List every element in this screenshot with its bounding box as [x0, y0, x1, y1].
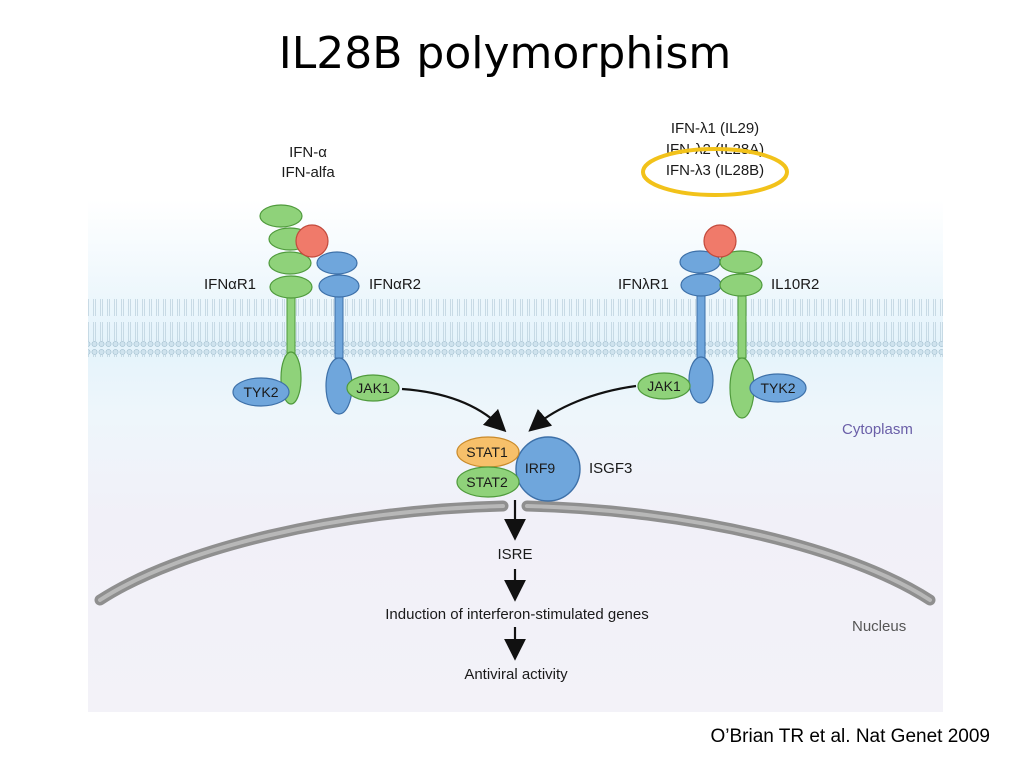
ifnlr1-receptor	[679, 250, 722, 404]
jak1-right-kinase: JAK1	[637, 372, 691, 400]
irf9-label: IRF9	[525, 460, 556, 476]
ifn-alfa-label: IFN-alfa	[281, 164, 335, 181]
cytoplasm-label: Cytoplasm	[842, 421, 913, 438]
ifn-alpha-label: IFN-α	[289, 144, 327, 161]
ifn-lambda-ligand	[703, 224, 737, 258]
svg-text:TYK2: TYK2	[760, 380, 795, 396]
ifnar2-label: IFNαR2	[369, 276, 421, 293]
svg-text:JAK1: JAK1	[356, 380, 390, 396]
ifn-alpha-ligand	[295, 224, 329, 258]
jak1-left-kinase: JAK1	[346, 374, 400, 402]
cell-membrane	[88, 299, 943, 357]
ifnar2-receptor	[316, 251, 360, 415]
svg-text:JAK1: JAK1	[647, 378, 681, 394]
ifnlr1-label: IFNλR1	[618, 276, 669, 293]
isre-label: ISRE	[497, 546, 532, 563]
nucleus-label: Nucleus	[852, 618, 906, 635]
il28b-highlight-circle	[641, 147, 789, 197]
arrow-right-jak1-to-isgf3	[528, 384, 637, 432]
svg-text:TYK2: TYK2	[243, 384, 278, 400]
isgf3-complex: STAT1 STAT2 IRF9	[456, 436, 581, 502]
tyk2-left-kinase: TYK2	[232, 377, 290, 407]
induction-label: Induction of interferon-stimulated genes	[385, 606, 649, 623]
slide-title: IL28B polymorphism	[278, 28, 732, 79]
stat1-label: STAT1	[466, 444, 508, 460]
citation: O’Brian TR et al. Nat Genet 2009	[710, 726, 990, 747]
il10r2-receptor	[719, 250, 763, 419]
antiviral-label: Antiviral activity	[464, 666, 568, 683]
isgf3-label: ISGF3	[589, 460, 632, 477]
ifnar1-label: IFNαR1	[204, 276, 256, 293]
tyk2-right-kinase: TYK2	[749, 373, 807, 403]
ifn-lambda3-label: IFN-λ3 (IL28B)	[666, 162, 764, 179]
ifn-lambda1-label: IFN-λ1 (IL29)	[671, 120, 759, 137]
stat2-label: STAT2	[466, 474, 508, 490]
arrow-left-jak1-to-isgf3	[401, 387, 507, 433]
il10r2-label: IL10R2	[771, 276, 819, 293]
